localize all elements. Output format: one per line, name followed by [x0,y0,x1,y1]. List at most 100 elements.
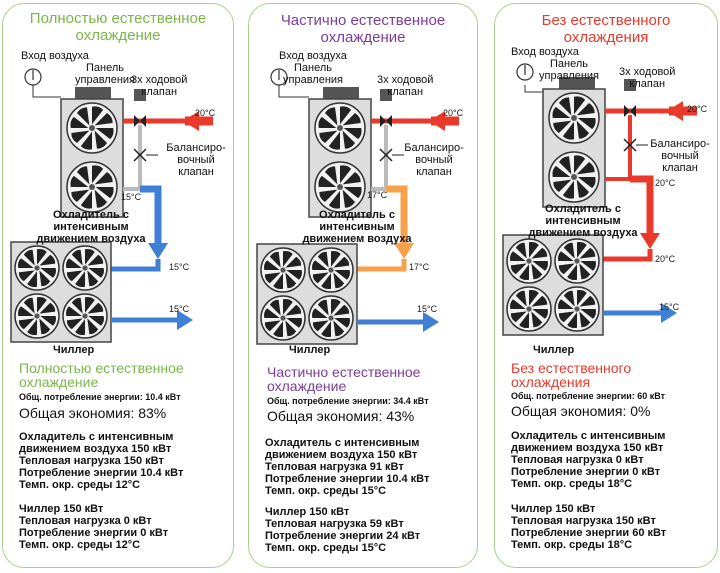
valve-symbol [386,115,392,127]
fan-blade [334,270,351,280]
cooler-out-temp: 15°C [121,192,142,202]
fan-hub [82,313,88,319]
fan-blade [576,102,595,116]
fan-blade [510,311,527,323]
fan-blade [577,241,587,258]
fan-blade [283,298,293,315]
fan-blade [532,261,549,271]
fan-hub [337,184,343,190]
chiller-out-temp: 15°C [659,302,680,312]
fan-hub [280,267,286,273]
fan-blade [553,120,572,134]
fan-blade [18,270,35,282]
valve-actuator [134,89,146,101]
fan-blade [333,304,350,316]
panel-title: Частично естественное охлаждение [280,12,446,46]
chiller-inlet-pipe [598,249,653,262]
fan-blade [71,297,83,314]
fan-blade [579,247,596,259]
valve-actuator [380,89,392,101]
fan-blade [37,296,47,313]
inlet-temp: 20°C [687,104,708,114]
inlet-temp: 20°C [443,108,464,118]
fan-blade [531,263,543,280]
fan-blade [27,271,37,288]
fan-blade [39,270,51,287]
control-panel-label: Панель управления [283,62,343,86]
fan-blade [579,263,591,280]
fan-blade [263,260,280,270]
pipe-down-temp: 15°C [169,262,190,272]
fan-blade [340,106,352,125]
fan-hub [34,313,40,319]
fan-blade [87,302,104,314]
chiller-label: Чиллер [289,344,331,356]
fan-blade [317,299,329,316]
fan-blade [552,165,571,177]
control-panel-box [323,87,359,101]
control-panel-label: Панель управления [539,58,599,82]
chiller-outlet-arrow [423,312,439,332]
fan-blade [95,128,114,140]
fan-blade [333,272,345,289]
diagram-full-freecooling [10,68,213,343]
fan-blade [18,318,35,330]
valve-symbol [624,105,630,117]
fan-blade [17,258,34,268]
fan-blade [343,187,362,199]
fan-blade [40,316,57,326]
control-panel-label: Панель управления [75,62,135,86]
fan-blade [39,254,56,266]
fan-blade [311,260,328,270]
fan-blade [264,272,281,284]
fan-blade [40,268,57,278]
fan-blade [562,180,574,199]
balancing-valve-label: Балансиро- вочный клапан [404,142,464,178]
balancing-valve-symbol [133,148,147,162]
fan-blade [321,273,331,290]
control-panel-box [75,87,111,101]
three-way-valve-label: 3х ходовой клапан [619,66,676,90]
fan-blade [529,241,539,258]
inlet-line [524,85,543,93]
fan-blade [27,319,37,336]
fan-blade [76,166,90,185]
fan-blade [580,309,597,319]
control-panel-box [559,77,595,91]
fan-hub [337,125,343,131]
fan-blade [87,318,99,335]
fan-blade [509,251,526,261]
fan-blade [558,97,572,116]
fan-hub [526,258,532,264]
fan-blade [70,175,89,187]
fan-blade [312,320,329,332]
fan-blade [557,251,574,261]
fan-blade [66,270,83,282]
fan-blade [577,289,587,306]
fan-blade [269,299,281,316]
valve-symbol [140,115,146,127]
fan-blade [23,249,35,266]
fan-blade [579,311,591,328]
supply-pipe [630,175,654,234]
fan-blade [529,289,539,306]
supply-arrow [148,243,168,259]
total-savings: Общая экономия: 83% [19,405,167,421]
fan-blade [563,290,575,307]
fan-blade [71,130,90,144]
fan-blade [85,296,95,313]
chiller-inlet-pipe [106,259,161,272]
valve-symbol [134,115,140,127]
fan-blade [283,250,293,267]
fan-blade [285,320,297,337]
fan-blade [75,271,85,288]
chiller-stats: Чиллер 150 кВт Тепловая нагрузка 0 кВт П… [19,503,169,551]
fan-blade [39,302,56,314]
fan-hub [34,265,40,271]
valve-actuator [624,79,636,91]
chiller-inlet-pipe [352,259,407,272]
pipe-down-temp: 17°C [409,262,430,272]
fan-blade [324,166,338,185]
fan-blade [75,319,85,336]
fan-blade [343,128,362,140]
